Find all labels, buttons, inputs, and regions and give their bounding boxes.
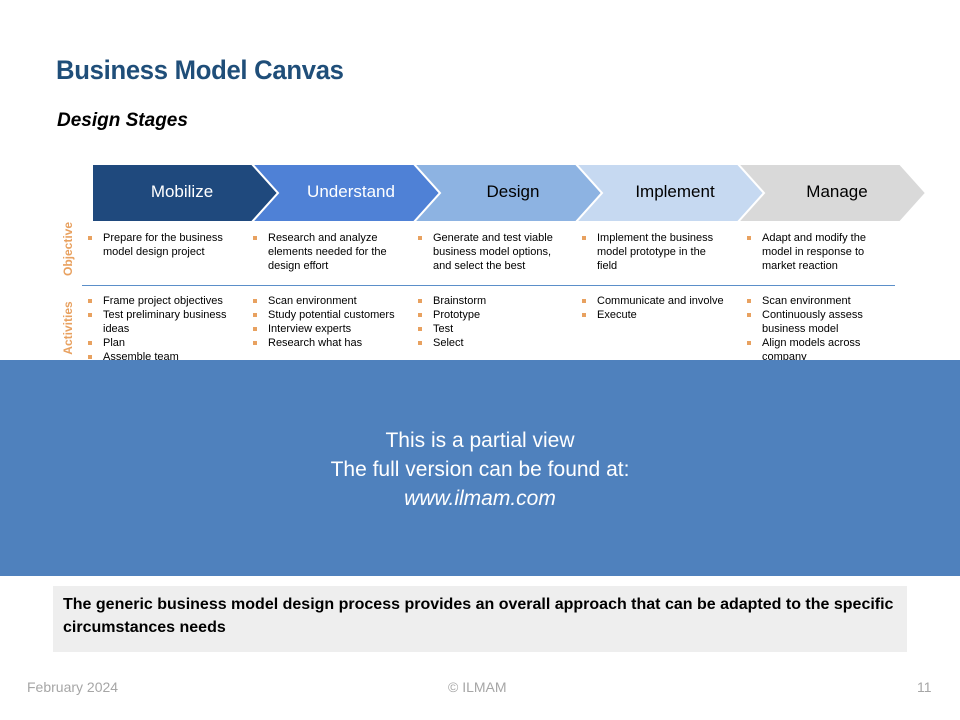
stage-label-mobilize: Mobilize bbox=[150, 182, 214, 201]
row-label-objective: Objective bbox=[61, 221, 75, 277]
list-item: Prototype bbox=[414, 308, 564, 322]
stage-chevrons bbox=[91, 163, 928, 223]
activities-understand: Scan environment Study potential custome… bbox=[249, 294, 399, 350]
list-item: Plan bbox=[84, 336, 234, 350]
activities-mobilize: Frame project objectives Test preliminar… bbox=[84, 294, 234, 364]
objective-manage: Adapt and modify the model in response t… bbox=[743, 231, 893, 273]
list-item: Research and analyze elements needed for… bbox=[249, 231, 399, 273]
row-divider bbox=[82, 285, 895, 286]
footer-page-number: 11 bbox=[917, 679, 932, 695]
list-item: Scan environment bbox=[249, 294, 399, 308]
list-item: Study potential customers bbox=[249, 308, 399, 322]
list-item: Prepare for the business model design pr… bbox=[84, 231, 234, 259]
objective-implement: Implement the business model prototype i… bbox=[578, 231, 728, 273]
stage-label-understand: Understand bbox=[307, 182, 395, 201]
stage-label-design: Design bbox=[486, 182, 540, 201]
objective-mobilize: Prepare for the business model design pr… bbox=[84, 231, 234, 259]
banner-line-1: This is a partial view bbox=[385, 429, 575, 452]
list-item: Communicate and involve bbox=[578, 294, 728, 308]
list-item: Test bbox=[414, 322, 564, 336]
partial-view-banner: This is a partial view The full version … bbox=[0, 360, 960, 576]
summary-note-text: The generic business model design proces… bbox=[63, 596, 894, 636]
slide-subtitle: Design Stages bbox=[57, 110, 188, 131]
slide-title: Business Model Canvas bbox=[56, 55, 344, 85]
list-item: Continuously assess business model bbox=[743, 308, 893, 336]
list-item: Interview experts bbox=[249, 322, 399, 336]
list-item: Adapt and modify the model in response t… bbox=[743, 231, 893, 273]
list-item: Scan environment bbox=[743, 294, 893, 308]
footer-date: February 2024 bbox=[27, 679, 119, 695]
row-label-activities: Activities bbox=[61, 301, 75, 355]
activities-implement: Communicate and involve Execute bbox=[578, 294, 728, 322]
banner-url: www.ilmam.com bbox=[404, 487, 556, 510]
list-item: Execute bbox=[578, 308, 728, 322]
stage-label-manage: Manage bbox=[806, 182, 868, 201]
list-item: Research what has bbox=[249, 336, 399, 350]
list-item: Test preliminary business ideas bbox=[84, 308, 234, 336]
summary-note-box: The generic business model design proces… bbox=[53, 586, 907, 652]
activities-manage: Scan environment Continuously assess bus… bbox=[743, 294, 893, 364]
chevron-manage bbox=[735, 163, 928, 223]
footer-copyright: © ILMAM bbox=[448, 679, 507, 695]
list-item: Frame project objectives bbox=[84, 294, 234, 308]
activities-design: Brainstorm Prototype Test Select bbox=[414, 294, 564, 350]
list-item: Select bbox=[414, 336, 564, 350]
stage-label-implement: Implement bbox=[635, 182, 715, 201]
objective-understand: Research and analyze elements needed for… bbox=[249, 231, 399, 273]
list-item: Generate and test viable business model … bbox=[414, 231, 564, 273]
list-item: Implement the business model prototype i… bbox=[578, 231, 728, 273]
banner-line-2: The full version can be found at: bbox=[330, 458, 630, 481]
objective-design: Generate and test viable business model … bbox=[414, 231, 564, 273]
list-item: Brainstorm bbox=[414, 294, 564, 308]
